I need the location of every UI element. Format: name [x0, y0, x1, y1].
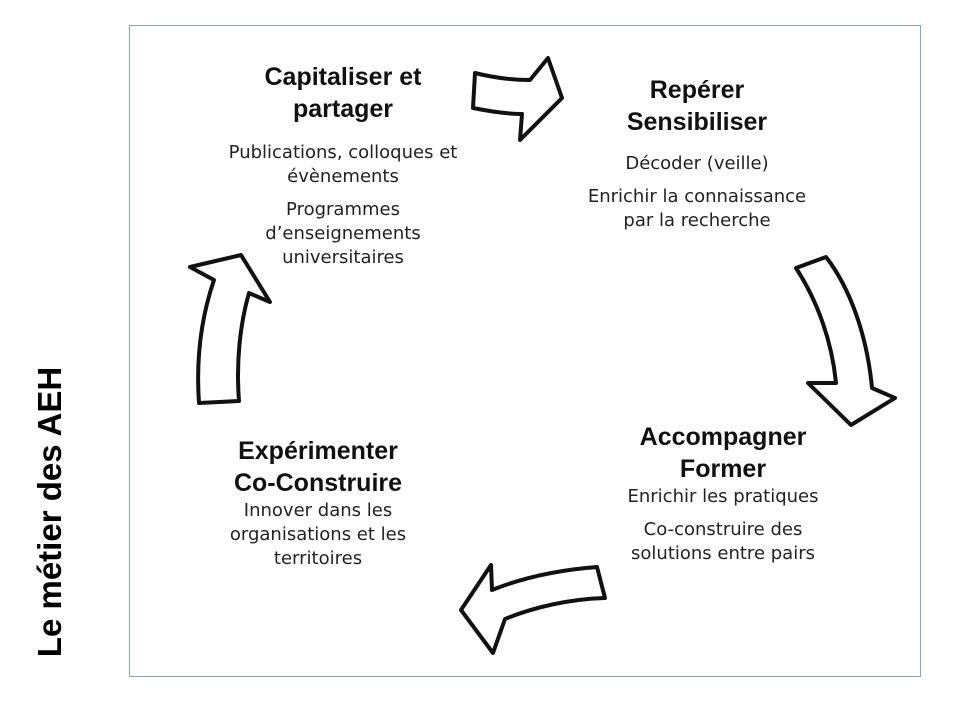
stage-heading-line: Accompagner [639, 423, 807, 451]
stage-heading-line: Capitaliser et [264, 63, 422, 91]
stage-heading-line: Former [679, 455, 767, 483]
stage-accompagner: Accompagner Former Enrichir les pratique… [588, 421, 858, 566]
arrow-capitaliser-to-reperer-icon [471, 56, 564, 142]
stage-item: Programmes d’enseignements universitaire… [265, 199, 421, 268]
stage-capitaliser: Capitaliser et partager Publications, co… [213, 61, 473, 270]
stage-experimenter: Expérimenter Co-Construire Innover dans … [198, 435, 438, 571]
stage-reperer: Repérer Sensibiliser Décoder (veille) En… [582, 74, 812, 233]
stage-heading-line: Co-Construire [233, 469, 403, 497]
stage-item: Enrichir la connaissance par la recherch… [587, 186, 807, 231]
stage-item: Décoder (veille) [625, 153, 769, 174]
stage-heading-line: Repérer [649, 76, 745, 104]
arrow-accompagner-to-experimenter-icon [459, 563, 607, 655]
stage-item: Publications, colloques et évènements [228, 142, 458, 187]
stage-heading-line: Expérimenter [238, 437, 398, 465]
arrow-reperer-to-accompagner-icon [794, 255, 897, 427]
stage-item: Innover dans les organisations et les te… [229, 500, 407, 569]
stage-heading-line: partager [292, 95, 394, 123]
diagram-frame [129, 25, 921, 677]
stage-item: Enrichir les pratiques [627, 486, 819, 507]
stage-item: Co-construire des solutions entre pairs [631, 519, 815, 564]
arrow-experimenter-to-capitaliser-icon [188, 253, 272, 405]
stage-heading-line: Sensibiliser [626, 108, 768, 136]
